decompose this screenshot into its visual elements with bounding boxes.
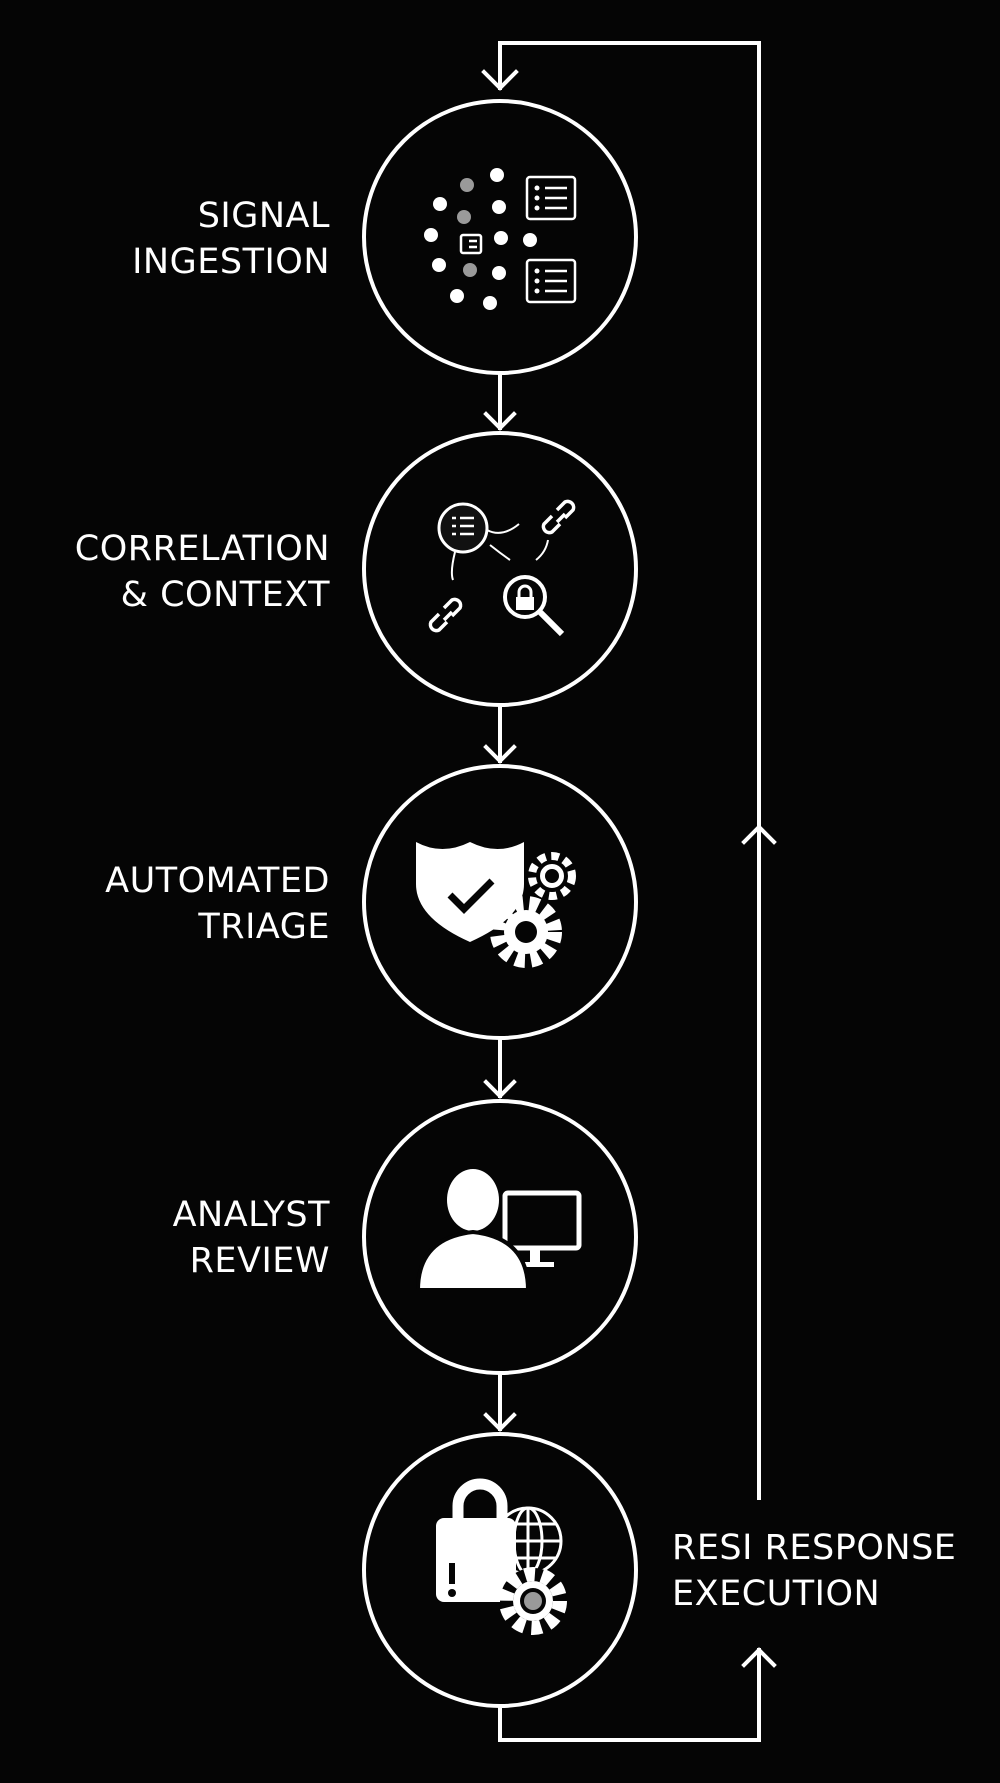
loop-top-connector [498, 41, 761, 1500]
person-monitor-icon [415, 1169, 582, 1292]
stage-label-analyst-review: ANALYST REVIEW [173, 1192, 330, 1284]
stage-circle-correlation [362, 431, 638, 707]
label-line-2: REVIEW [189, 1241, 330, 1281]
label-line-1: AUTOMATED [105, 861, 330, 901]
stage-circle-signal-ingestion [362, 99, 638, 375]
link-search-lock-icon [428, 499, 576, 637]
label-line-1: CORRELATION [74, 529, 330, 569]
label-line-1: ANALYST [172, 1195, 330, 1235]
connector-4-5 [483, 1372, 517, 1432]
stage-circle-analyst-review [362, 1099, 638, 1375]
shield-check-gears-icon [416, 842, 576, 968]
lock-globe-gear-icon [436, 1478, 567, 1635]
loop-bottom-connector [498, 1648, 761, 1742]
label-line-2: INGESTION [132, 242, 330, 282]
connector-1-2 [483, 372, 517, 431]
label-line-2: & CONTEXT [120, 575, 330, 615]
stage-circle-automated-triage [362, 764, 638, 1040]
stage-label-correlation: CORRELATION & CONTEXT [75, 526, 330, 618]
stage-label-signal-ingestion: SIGNAL INGESTION [132, 193, 330, 285]
label-line-1: SIGNAL [197, 196, 330, 236]
connector-3-4 [483, 1037, 517, 1099]
stage-label-automated-triage: AUTOMATED TRIAGE [105, 858, 330, 950]
connector-2-3 [483, 704, 517, 764]
label-line-1: RESI RESPONSE [672, 1528, 957, 1568]
stage-circle-response-execution [362, 1432, 638, 1708]
stage-label-response-execution: RESI RESPONSE EXECUTION [672, 1525, 956, 1617]
label-line-2: EXECUTION [672, 1574, 881, 1614]
loop-arrow-top [481, 69, 519, 91]
loop-arrow-up-bottom [741, 1647, 777, 1668]
data-points-list-icon [424, 168, 577, 310]
label-line-2: TRIAGE [198, 907, 330, 947]
loop-arrow-up-middle [741, 824, 777, 845]
